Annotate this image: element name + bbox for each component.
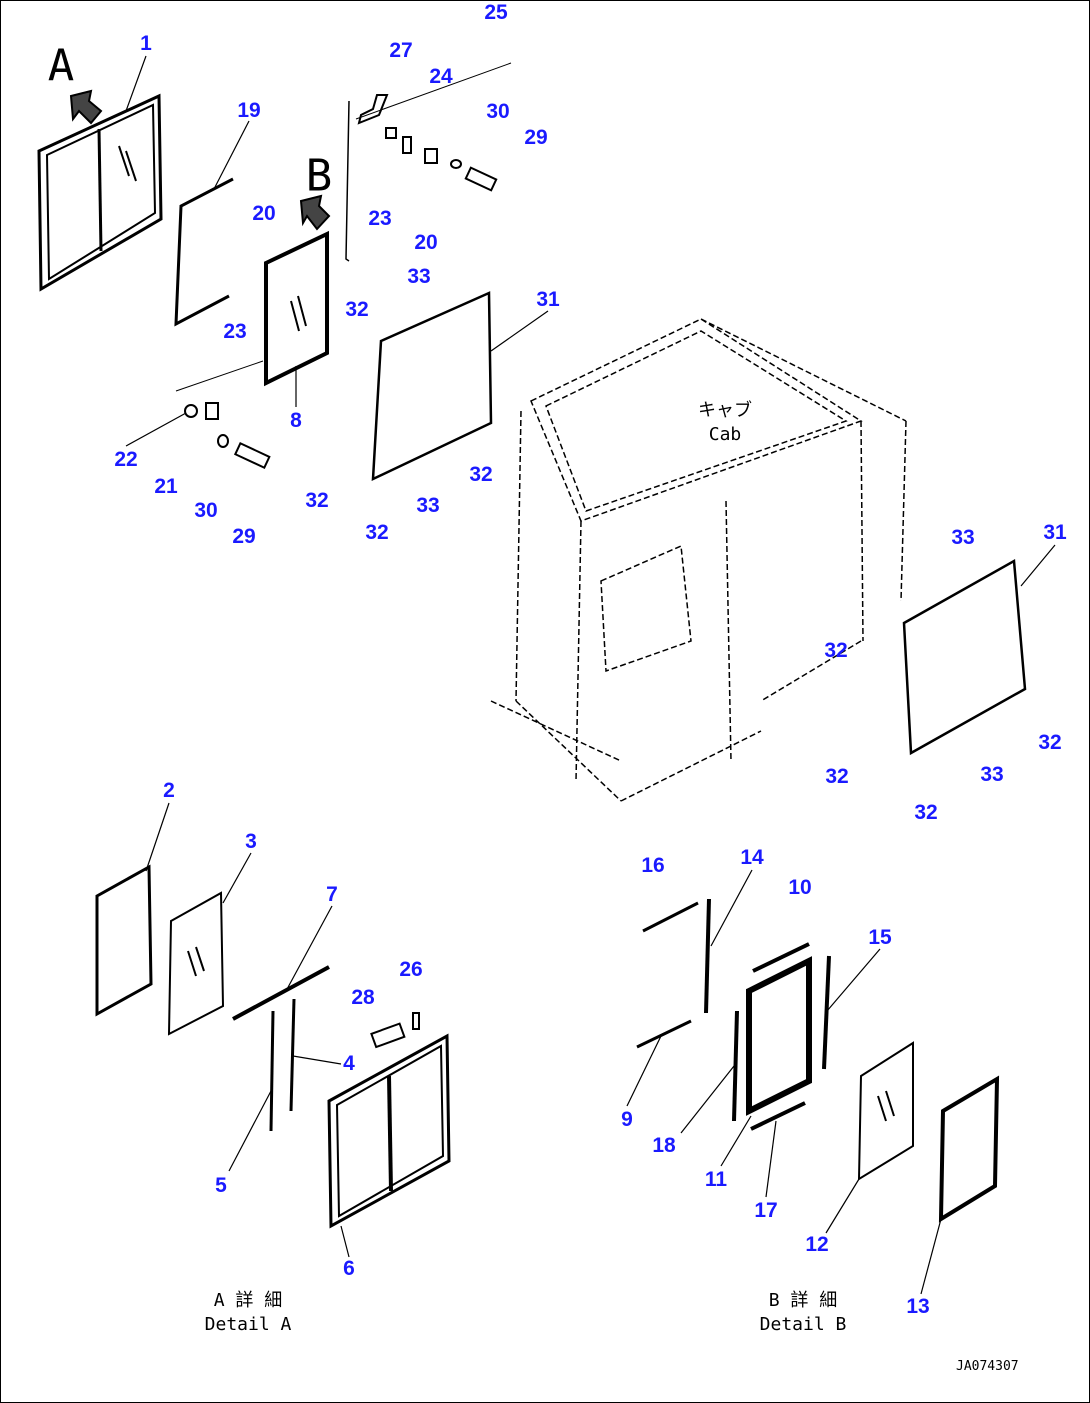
callout-3[interactable]: 3	[245, 830, 257, 853]
callout-17[interactable]: 17	[754, 1199, 778, 1222]
callout-16[interactable]: 16	[641, 854, 665, 877]
callout-29[interactable]: 29	[524, 126, 548, 149]
cab-label: キャブ Cab	[698, 399, 752, 447]
callout-7[interactable]: 7	[326, 883, 338, 906]
part-31-panel-left	[371, 291, 493, 482]
callout-10[interactable]: 10	[788, 876, 812, 899]
callout-18[interactable]: 18	[652, 1134, 676, 1157]
callout-28[interactable]: 28	[351, 986, 375, 1009]
callout-13[interactable]: 13	[906, 1295, 930, 1318]
detail-b-caption: B 詳 細 Detail B	[760, 1289, 847, 1337]
detail-a-parts	[95, 864, 451, 1229]
callout-32[interactable]: 32	[825, 765, 849, 788]
cab-frame	[490, 318, 907, 802]
part-1-window-frame	[37, 93, 163, 292]
callout-32[interactable]: 32	[824, 639, 848, 662]
callout-24[interactable]: 24	[429, 65, 453, 88]
callout-30[interactable]: 30	[194, 499, 218, 522]
callout-33[interactable]: 33	[980, 763, 1004, 786]
callout-22[interactable]: 22	[114, 448, 138, 471]
callout-29[interactable]: 29	[232, 525, 256, 548]
callout-32[interactable]: 32	[365, 521, 389, 544]
callout-33[interactable]: 33	[416, 494, 440, 517]
leader-lines	[125, 55, 1056, 1295]
callout-32[interactable]: 32	[345, 298, 369, 321]
callout-27[interactable]: 27	[389, 39, 413, 62]
callout-20[interactable]: 20	[252, 202, 276, 225]
detail-b-jp: B 詳 細	[768, 1290, 838, 1311]
arrow-b-icon	[299, 194, 331, 231]
detail-b-en: Detail B	[759, 1314, 847, 1335]
hardware-parts	[184, 94, 498, 470]
callout-1[interactable]: 1	[140, 32, 152, 55]
callout-33[interactable]: 33	[407, 265, 431, 288]
callout-12[interactable]: 12	[805, 1233, 829, 1256]
callout-15[interactable]: 15	[868, 926, 892, 949]
callout-31[interactable]: 31	[1043, 521, 1067, 544]
callout-32[interactable]: 32	[914, 801, 938, 824]
cab-label-jp: キャブ	[698, 400, 752, 421]
part-31-panel-right	[902, 558, 1027, 756]
callout-19[interactable]: 19	[237, 99, 261, 122]
callout-11[interactable]: 11	[704, 1168, 728, 1191]
callout-14[interactable]: 14	[740, 846, 764, 869]
callout-23[interactable]: 23	[368, 207, 392, 230]
callout-5[interactable]: 5	[215, 1174, 227, 1197]
callout-21[interactable]: 21	[154, 475, 178, 498]
callout-6[interactable]: 6	[343, 1257, 355, 1280]
callout-8[interactable]: 8	[290, 409, 302, 432]
callout-2[interactable]: 2	[163, 779, 175, 802]
callout-23[interactable]: 23	[223, 320, 247, 343]
callout-33[interactable]: 33	[951, 526, 975, 549]
callout-9[interactable]: 9	[621, 1108, 633, 1131]
view-letter-b: B	[305, 150, 333, 202]
arrow-a-icon	[69, 89, 103, 125]
callout-30[interactable]: 30	[486, 100, 510, 123]
callout-32[interactable]: 32	[1038, 731, 1062, 754]
view-letter-a: A	[47, 40, 75, 92]
callout-32[interactable]: 32	[305, 489, 329, 512]
cab-label-en: Cab	[708, 424, 742, 445]
drawing-code: JA074307	[956, 1359, 1019, 1374]
detail-b-parts	[636, 898, 1000, 1223]
callout-25[interactable]: 25	[484, 1, 508, 24]
callout-20[interactable]: 20	[414, 231, 438, 254]
callout-32[interactable]: 32	[469, 463, 493, 486]
detail-a-en: Detail A	[204, 1314, 292, 1335]
part-19-seal	[174, 177, 234, 327]
callout-31[interactable]: 31	[536, 288, 560, 311]
detail-a-caption: A 詳 細 Detail A	[205, 1289, 292, 1337]
part-8-window	[264, 230, 329, 387]
detail-a-jp: A 詳 細	[213, 1290, 283, 1311]
callout-4[interactable]: 4	[343, 1052, 355, 1075]
callout-26[interactable]: 26	[399, 958, 423, 981]
